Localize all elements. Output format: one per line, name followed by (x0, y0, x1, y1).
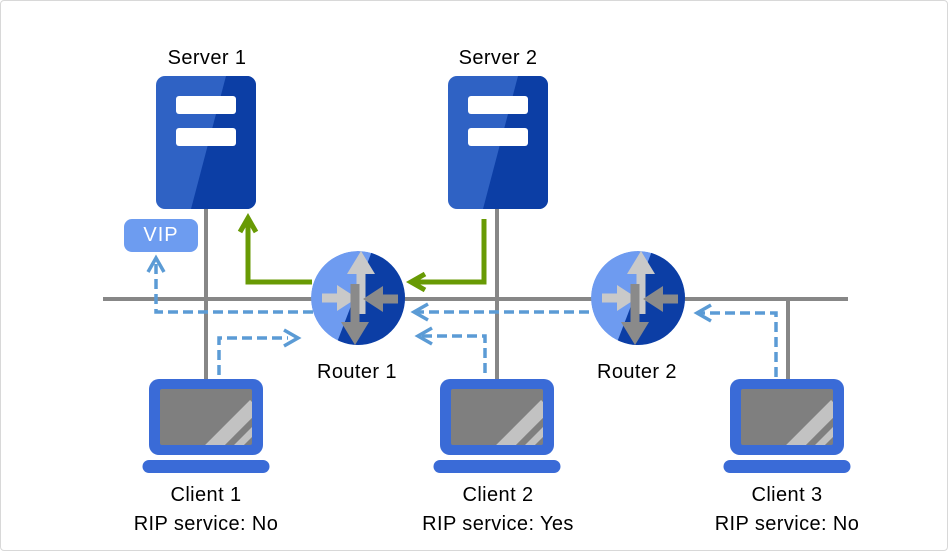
vip-badge: VIP (124, 219, 198, 252)
client1-label: Client 1 (170, 484, 242, 506)
arrowhead-client3 (693, 303, 712, 323)
server1-label: Server 1 (167, 47, 247, 69)
client1-laptop-icon (143, 379, 270, 473)
dashed-flow-arrows (146, 254, 778, 377)
client1-caption: RIP service: No (133, 513, 279, 535)
server2-icon (448, 76, 548, 209)
flow-client3-to-router2 (700, 311, 778, 377)
router2-label: Router 2 (597, 361, 677, 383)
flow-router1-to-vip (154, 263, 313, 314)
client3-label: Client 3 (751, 484, 823, 506)
green-arrow-router1-to-server1 (245, 221, 312, 285)
vip-label: VIP (143, 224, 179, 246)
green-flow-arrows (237, 212, 487, 293)
arrowhead-to-vip (146, 254, 166, 273)
client2-label: Client 2 (462, 484, 534, 506)
green-arrow-server2-to-router1 (414, 219, 487, 285)
router1-icon (311, 251, 405, 345)
arrowhead-client1 (283, 328, 302, 348)
server1-icon (156, 76, 256, 209)
client3-laptop-icon (724, 379, 851, 473)
router1-label: Router 1 (317, 361, 397, 383)
arrowhead-router2 (410, 302, 429, 322)
green-arrowhead-up (237, 212, 259, 234)
client2-laptop-icon (434, 379, 561, 473)
router2-icon (591, 251, 685, 345)
arrowhead-client2 (414, 326, 433, 346)
client2-caption: RIP service: Yes (422, 513, 574, 535)
client3-caption: RIP service: No (714, 513, 860, 535)
green-arrowhead-left (405, 271, 427, 293)
flow-client2-to-router1 (421, 334, 487, 373)
server2-label: Server 2 (458, 47, 538, 69)
network-links (103, 208, 848, 381)
flow-client1-to-router1 (217, 336, 288, 375)
